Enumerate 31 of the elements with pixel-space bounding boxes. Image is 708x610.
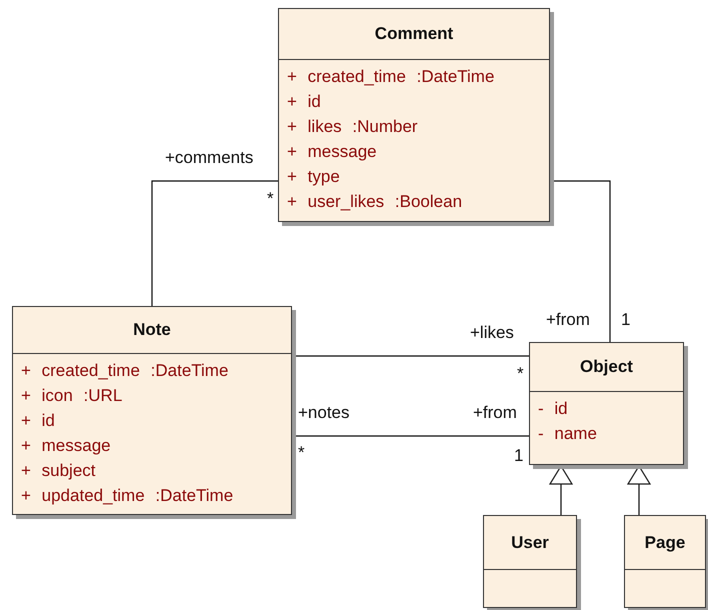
class-name: Object xyxy=(580,357,633,377)
multiplicity-label: 1 xyxy=(621,310,630,330)
attribute-text: - id xyxy=(538,398,569,420)
attribute-text: + likes :Number xyxy=(287,116,419,138)
attribute-text: + id xyxy=(287,91,322,113)
class-name: User xyxy=(511,532,549,552)
attribute-text: + message xyxy=(287,141,378,163)
attribute-text: + icon :URL xyxy=(21,385,124,407)
edge-label: +likes xyxy=(470,323,514,343)
attribute-text: + updated_time :DateTime xyxy=(21,485,234,507)
attribute-text: + id xyxy=(21,410,56,432)
class-box xyxy=(624,515,706,608)
edge-label: +from xyxy=(546,310,590,330)
multiplicity-label: * xyxy=(298,443,305,463)
attribute-text: + created_time :DateTime xyxy=(287,66,496,88)
edge-label: +notes xyxy=(298,403,350,423)
class-name: Page xyxy=(644,532,686,552)
attribute-text: + subject xyxy=(21,460,97,482)
multiplicity-label: 1 xyxy=(514,446,524,466)
attribute-text: + created_time :DateTime xyxy=(21,360,230,382)
multiplicity-label: * xyxy=(267,189,274,209)
class-name: Note xyxy=(133,320,171,340)
attribute-text: + type xyxy=(287,166,341,188)
association-line xyxy=(151,180,278,306)
attribute-text: + message xyxy=(21,435,112,457)
multiplicity-label: +from xyxy=(473,403,517,423)
edge-label: +comments xyxy=(165,148,254,168)
class-name: Comment xyxy=(374,24,454,44)
multiplicity-label: * xyxy=(517,364,524,384)
attribute-text: + user_likes :Boolean xyxy=(287,191,464,213)
attribute-text: - name xyxy=(538,423,598,445)
